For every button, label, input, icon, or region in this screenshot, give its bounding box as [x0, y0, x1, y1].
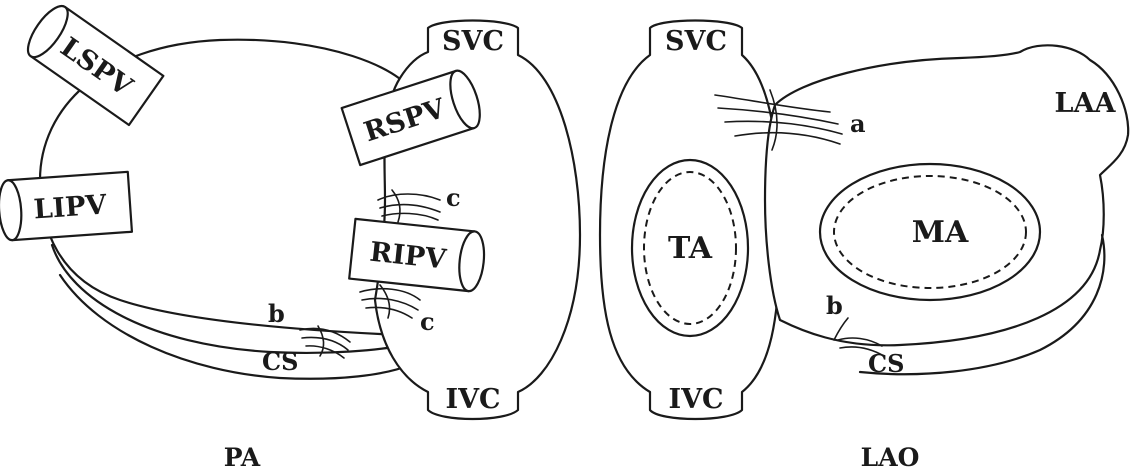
ma-label: MA	[912, 215, 969, 250]
pa-cs-label: CS	[262, 347, 298, 376]
pa-right-atrium	[373, 19, 582, 421]
lao-ivc-label: IVC	[668, 384, 723, 415]
lao-left-atrium	[763, 44, 1130, 347]
rspv-vein: RSPV	[340, 69, 481, 167]
lipv-vein: LIPV	[0, 170, 134, 242]
pa-cs-rim-inner	[58, 273, 412, 380]
ta-label: TA	[668, 231, 713, 266]
pa-fibers-c-lower	[359, 284, 421, 319]
ta-annulus-dashed	[643, 171, 737, 325]
marker-a: a	[850, 109, 866, 138]
marker-b-pa: b	[268, 299, 285, 328]
ta-annulus	[630, 158, 750, 338]
lao-fibers-b	[833, 317, 885, 357]
lipv-label: LIPV	[33, 189, 109, 225]
ma-annulus-dashed	[833, 175, 1027, 289]
lao-fibers-a	[714, 89, 843, 151]
pa-fibers-b	[299, 325, 351, 359]
lao-cs-label: CS	[868, 349, 904, 378]
laa-label: LAA	[1055, 88, 1117, 119]
pa-svc-label: SVC	[442, 26, 504, 57]
ripv-vein: RIPV	[348, 217, 486, 293]
marker-c-upper: c	[446, 183, 461, 212]
marker-b-lao: b	[826, 291, 843, 320]
pa-ivc-label: IVC	[445, 384, 500, 415]
lao-svc-label: SVC	[665, 26, 727, 57]
lao-title: LAO	[861, 443, 920, 471]
lao-view: a b SVC IVC TA MA LAA CS LAO	[598, 19, 1130, 471]
lao-right-atrium	[598, 19, 782, 421]
pa-fibers-c-upper	[377, 189, 441, 223]
ma-annulus	[818, 162, 1042, 302]
pa-cs-rim	[50, 243, 407, 354]
marker-c-lower: c	[420, 307, 435, 336]
lao-la-rim	[858, 233, 1106, 376]
pa-view: LSPV LIPV RSPV RIPV c	[0, 4, 582, 471]
pa-title: PA	[224, 443, 261, 471]
